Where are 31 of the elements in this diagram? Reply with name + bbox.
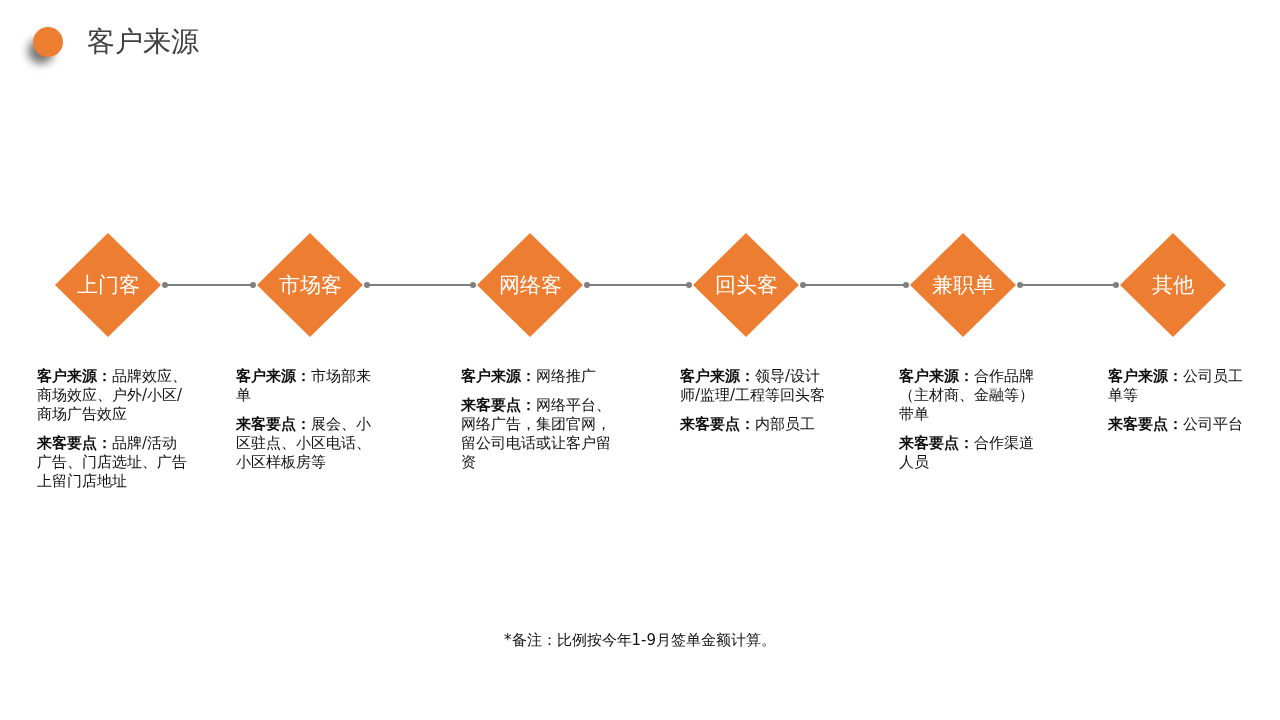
description-text: 来客要点：网络平台、网络广告，集团官网，留公司电话或让客户留资 xyxy=(461,396,612,472)
connector-line xyxy=(1017,282,1119,288)
step-diamond xyxy=(693,233,799,337)
step-label: 回头客 xyxy=(713,272,779,298)
description-text: 来客要点：公司平台 xyxy=(1108,415,1244,434)
connector-line xyxy=(800,282,909,288)
connector-line xyxy=(584,282,692,288)
description-text: 来客要点：展会、小区驻点、小区电话、小区样板房等 xyxy=(236,415,372,472)
step-label: 其他 xyxy=(1151,272,1195,298)
step-diamond xyxy=(477,233,583,337)
description-text: 客户来源：公司员工单等 xyxy=(1108,367,1244,405)
step-diamond xyxy=(55,233,161,337)
footnote-text: *备注：比例按今年1-9月签单金额计算。 xyxy=(504,631,776,649)
description-text: 客户来源：市场部来单 xyxy=(236,367,372,405)
description-text: 客户来源：合作品牌（主材商、金融等）带单 xyxy=(899,367,1035,424)
step-label: 上门客 xyxy=(75,272,141,298)
step-label: 网络客 xyxy=(497,272,563,298)
description-text: 客户来源：品牌效应、商场效应、户外/小区/商场广告效应 xyxy=(37,367,188,424)
step-diamond xyxy=(257,233,363,337)
description-text: 来客要点：合作渠道人员 xyxy=(899,434,1035,472)
description-text: 来客要点：品牌/活动广告、门店选址、广告上留门店地址 xyxy=(37,434,188,491)
connector-line xyxy=(364,282,476,288)
step-diamond xyxy=(910,233,1016,337)
description-text: 客户来源：领导/设计师/监理/工程等回头客 xyxy=(680,367,827,405)
step-label: 市场客 xyxy=(277,272,343,298)
step-diamond xyxy=(1120,233,1226,337)
description-text: 来客要点：内部员工 xyxy=(680,415,816,434)
connector-line xyxy=(162,282,256,288)
page-title: 客户来源 xyxy=(87,25,199,59)
description-text: 客户来源：网络推广 xyxy=(461,367,597,386)
step-label: 兼职单 xyxy=(930,272,996,298)
